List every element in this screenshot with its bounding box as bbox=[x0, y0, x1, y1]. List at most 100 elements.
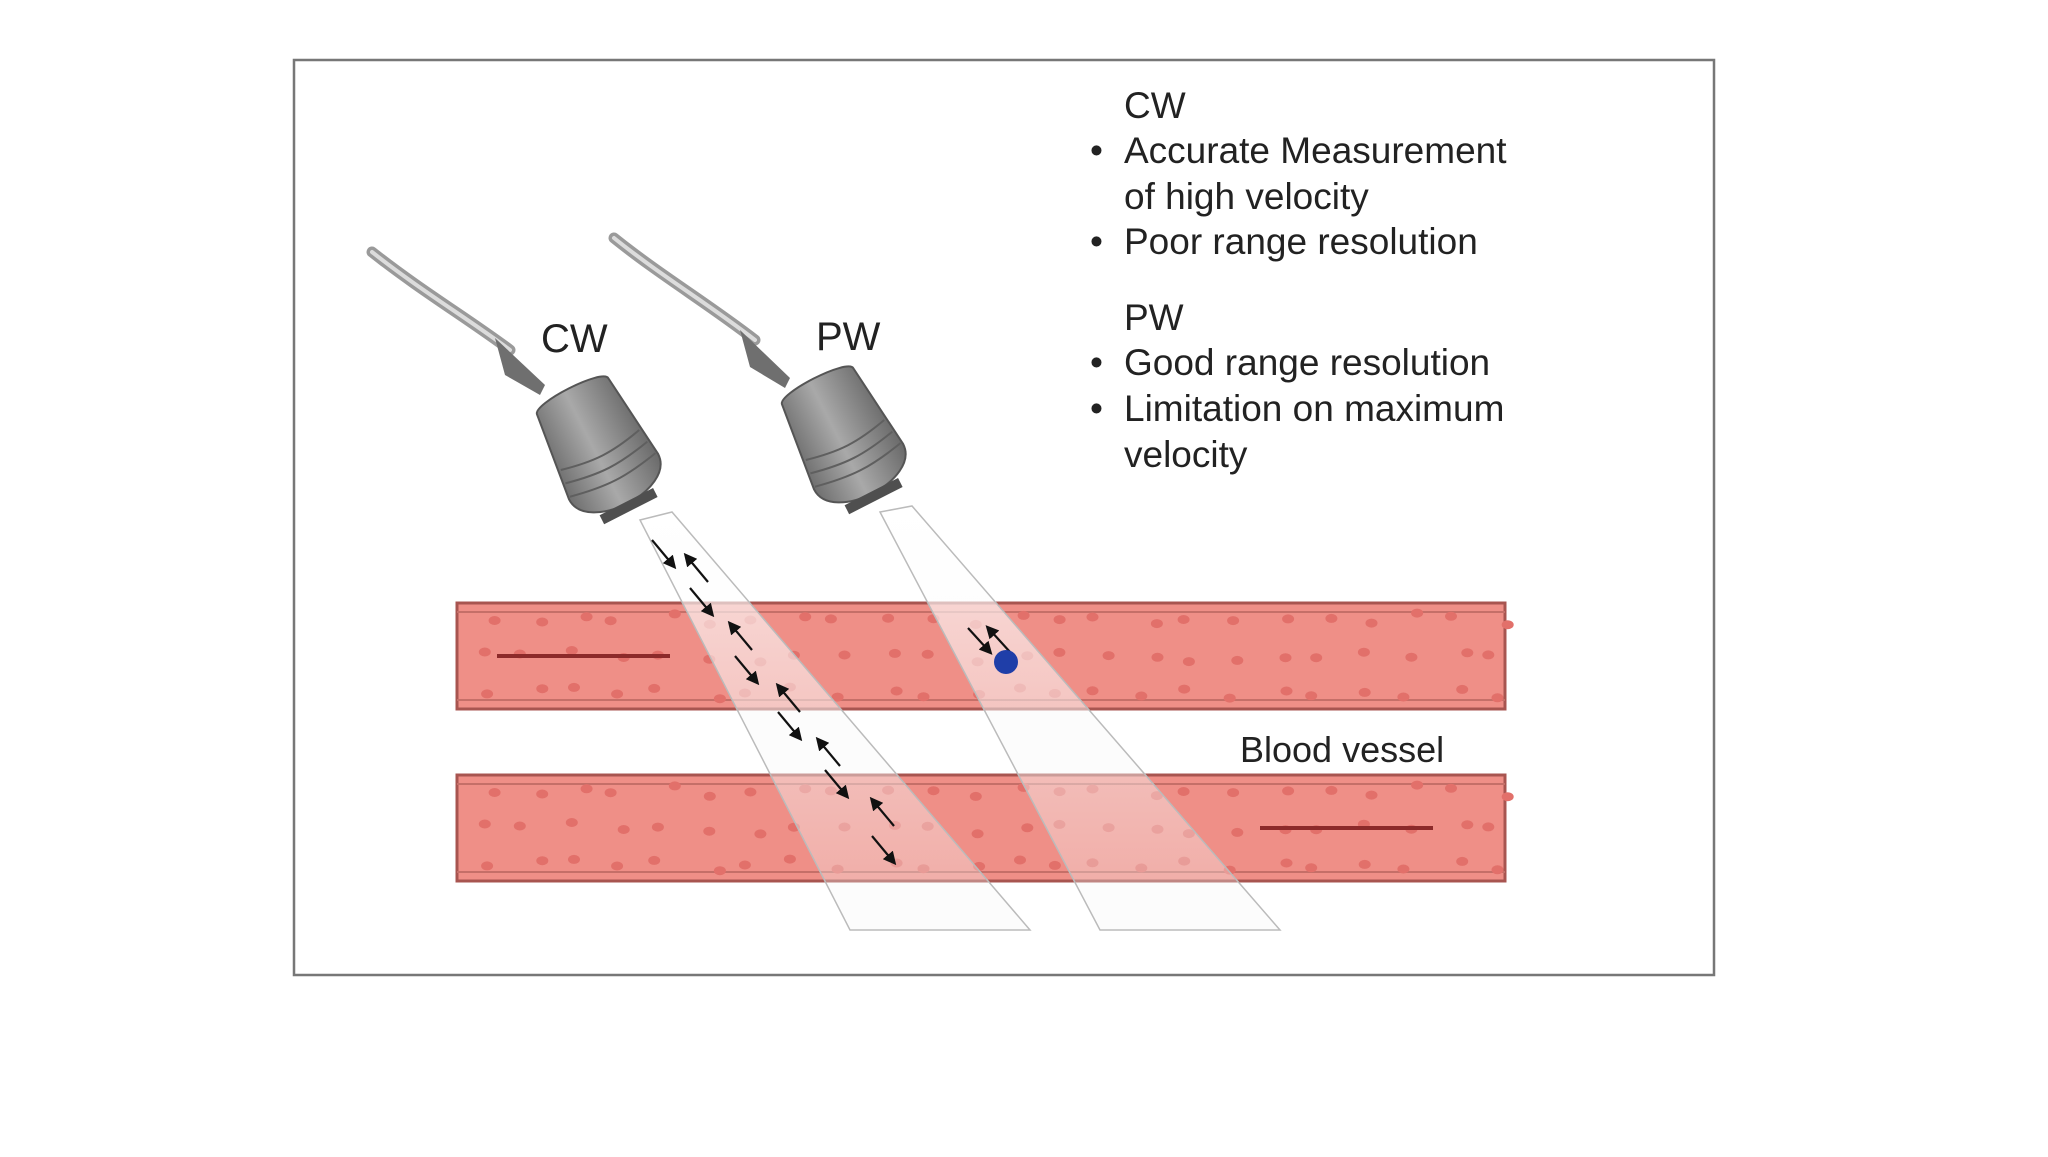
blood-cell bbox=[1231, 827, 1244, 837]
vessel-lower bbox=[455, 773, 1514, 883]
pw-info-heading: PW bbox=[1124, 297, 1184, 338]
blood-cell bbox=[1280, 858, 1293, 868]
pw-info-line-1: Good range resolution bbox=[1124, 342, 1490, 383]
blood-cell bbox=[580, 784, 593, 794]
blood-cell bbox=[580, 612, 593, 622]
blood-cell bbox=[1086, 612, 1099, 622]
blood-cell bbox=[1358, 687, 1371, 697]
info-panel: CW • Accurate Measurement of high veloci… bbox=[1090, 85, 1507, 475]
blood-cell bbox=[1405, 652, 1418, 662]
blood-cell bbox=[513, 821, 526, 831]
pw-doppler-arrows bbox=[967, 625, 1011, 655]
blood-cell bbox=[1482, 650, 1495, 660]
cw-info-line-3: Poor range resolution bbox=[1124, 221, 1478, 262]
blood-cell bbox=[604, 788, 617, 798]
blood-cell bbox=[1325, 785, 1338, 795]
blood-cell bbox=[1305, 863, 1318, 873]
blood-cell bbox=[478, 819, 491, 829]
blood-cell bbox=[565, 646, 578, 655]
blood-cell bbox=[651, 822, 664, 832]
blood-cell bbox=[611, 689, 624, 699]
pw-probe: PW bbox=[608, 232, 907, 515]
cw-bullet-dot-1: • bbox=[1090, 130, 1103, 171]
blood-cell bbox=[969, 791, 982, 801]
blood-cell bbox=[703, 791, 716, 801]
blood-cell bbox=[1282, 614, 1295, 624]
blood-cell bbox=[1482, 822, 1495, 832]
pw-bullet-dot-2: • bbox=[1090, 388, 1103, 429]
blood-cell bbox=[611, 861, 624, 871]
pw-probe-label: PW bbox=[816, 315, 881, 359]
blood-cell bbox=[1491, 693, 1504, 703]
cw-info-line-2: of high velocity bbox=[1124, 176, 1369, 217]
pw-probe-body bbox=[781, 365, 907, 515]
blood-cell bbox=[1227, 788, 1240, 798]
blood-cell bbox=[744, 787, 757, 797]
blood-cell bbox=[668, 609, 681, 619]
blood-cell bbox=[568, 854, 580, 864]
blood-cell bbox=[1305, 691, 1318, 701]
blood-cell bbox=[1280, 686, 1293, 696]
pw-info-line-2: Limitation on maximum bbox=[1124, 388, 1504, 429]
cw-probe: CW bbox=[366, 246, 662, 525]
blood-cell bbox=[1357, 647, 1370, 657]
blood-cell bbox=[536, 617, 549, 627]
blood-cell bbox=[1411, 780, 1424, 790]
blood-cell bbox=[713, 866, 726, 876]
cw-info-heading: CW bbox=[1124, 85, 1186, 126]
blood-cell bbox=[1397, 864, 1410, 874]
blood-cell bbox=[971, 829, 984, 839]
cw-doppler-arrows bbox=[651, 539, 897, 866]
blood-cell bbox=[1365, 790, 1378, 800]
blood-cell bbox=[1178, 684, 1191, 694]
blood-cell bbox=[1151, 652, 1164, 662]
blood-cell bbox=[1358, 859, 1371, 869]
blood-cell bbox=[1227, 616, 1240, 626]
blood-cell bbox=[713, 694, 726, 704]
blood-cell bbox=[617, 825, 630, 834]
blood-cell bbox=[1177, 615, 1190, 624]
blood-cell bbox=[1150, 619, 1163, 629]
blood-cell bbox=[783, 854, 796, 864]
pw-info-line-3: velocity bbox=[1124, 434, 1248, 475]
blood-cell bbox=[648, 683, 661, 693]
blood-cell bbox=[824, 614, 837, 624]
blood-cell bbox=[703, 826, 716, 836]
blood-cell bbox=[1048, 860, 1061, 870]
blood-cell bbox=[1231, 655, 1244, 665]
blood-cell bbox=[478, 647, 491, 657]
blood-cell bbox=[1279, 653, 1292, 663]
blood-cell bbox=[536, 684, 549, 694]
blood-cell bbox=[1021, 823, 1034, 833]
blood-cell bbox=[1102, 651, 1115, 661]
blood-cell bbox=[481, 861, 494, 871]
blood-cell bbox=[1411, 608, 1424, 618]
blood-cell bbox=[1445, 611, 1457, 621]
blood-vessel-label: Blood vessel bbox=[1240, 729, 1444, 770]
cw-beam bbox=[638, 511, 1032, 931]
blood-cell bbox=[1053, 647, 1066, 657]
cw-info-line-1: Accurate Measurement bbox=[1124, 130, 1507, 171]
blood-cell bbox=[1017, 610, 1030, 620]
cw-probe-label: CW bbox=[541, 317, 608, 361]
blood-cell bbox=[1365, 618, 1378, 628]
blood-cell bbox=[536, 789, 549, 799]
cw-probe-body bbox=[536, 375, 662, 525]
blood-cell bbox=[1014, 855, 1026, 865]
blood-cell bbox=[1282, 786, 1295, 796]
blood-cell bbox=[1182, 657, 1195, 667]
blood-cell bbox=[565, 818, 578, 827]
blood-cell bbox=[921, 649, 934, 659]
blood-cell bbox=[1501, 620, 1514, 630]
blood-cell bbox=[838, 650, 851, 660]
blood-cell bbox=[754, 829, 767, 839]
blood-cell bbox=[1456, 684, 1469, 694]
blood-cell bbox=[1461, 820, 1474, 830]
blood-cell bbox=[1397, 692, 1410, 702]
blood-cell bbox=[1135, 691, 1148, 701]
blood-cell bbox=[799, 612, 812, 622]
blood-cell bbox=[668, 781, 681, 791]
blood-cell bbox=[831, 692, 844, 702]
